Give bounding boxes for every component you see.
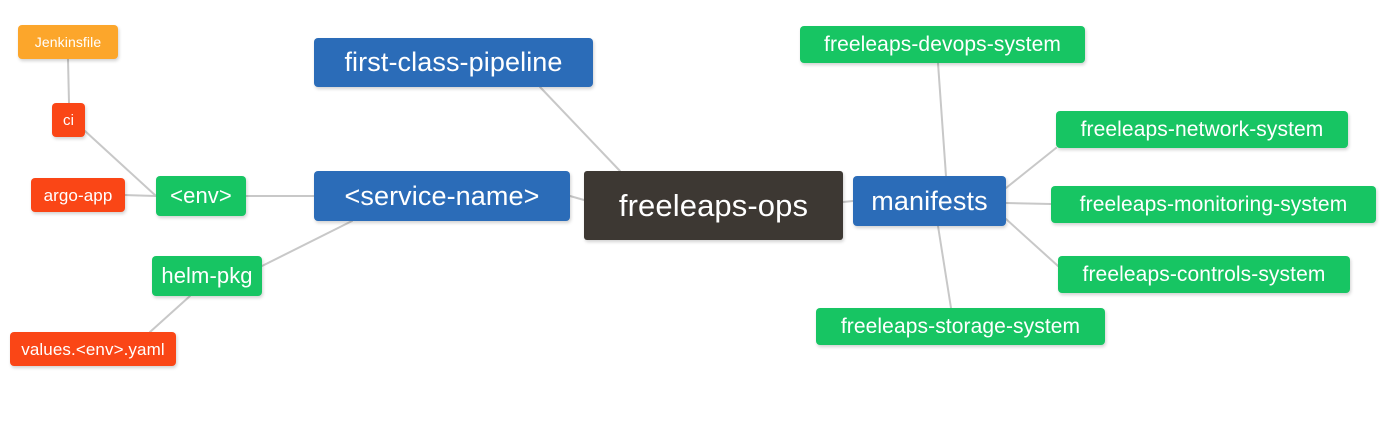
mindmap-node-freeleaps-ops[interactable]: freeleaps-ops: [584, 171, 843, 240]
mindmap-node-freeleaps-devops-system[interactable]: freeleaps-devops-system: [800, 26, 1085, 63]
mindmap-node-service-name[interactable]: <service-name>: [314, 171, 570, 221]
mindmap-node-freeleaps-monitoring-system[interactable]: freeleaps-monitoring-system: [1051, 186, 1376, 223]
edge-helm-pkg-to-service-name: [261, 220, 353, 267]
mindmap-node-env[interactable]: <env>: [156, 176, 246, 216]
edge-values-yaml-to-helm-pkg: [149, 295, 191, 333]
edge-freeleaps-controls-system-to-manifests: [1005, 218, 1059, 267]
mindmap-node-argo-app[interactable]: argo-app: [31, 178, 125, 212]
edge-freeleaps-monitoring-system-to-manifests: [1005, 202, 1052, 205]
mindmap-node-freeleaps-controls-system[interactable]: freeleaps-controls-system: [1058, 256, 1350, 293]
edge-jenkinsfile-to-ci: [67, 58, 70, 104]
mindmap-node-ci[interactable]: ci: [52, 103, 85, 137]
mindmap-node-values-yaml[interactable]: values.<env>.yaml: [10, 332, 176, 366]
edge-argo-app-to-env: [124, 194, 157, 197]
edge-freeleaps-ops-to-manifests: [842, 200, 854, 203]
edge-freeleaps-storage-system-to-manifests: [937, 225, 952, 309]
mindmap-node-freeleaps-network-system[interactable]: freeleaps-network-system: [1056, 111, 1348, 148]
edge-first-class-pipeline-to-freeleaps-ops: [539, 86, 621, 172]
edge-service-name-to-freeleaps-ops: [569, 195, 585, 201]
edge-freeleaps-devops-system-to-manifests: [937, 62, 947, 177]
mindmap-node-manifests[interactable]: manifests: [853, 176, 1006, 226]
mindmap-node-freeleaps-storage-system[interactable]: freeleaps-storage-system: [816, 308, 1105, 345]
mindmap-node-first-class-pipeline[interactable]: first-class-pipeline: [314, 38, 593, 87]
mindmap-node-jenkinsfile[interactable]: Jenkinsfile: [18, 25, 118, 59]
edge-freeleaps-network-system-to-manifests: [1005, 147, 1057, 189]
mindmap-node-helm-pkg[interactable]: helm-pkg: [152, 256, 262, 296]
